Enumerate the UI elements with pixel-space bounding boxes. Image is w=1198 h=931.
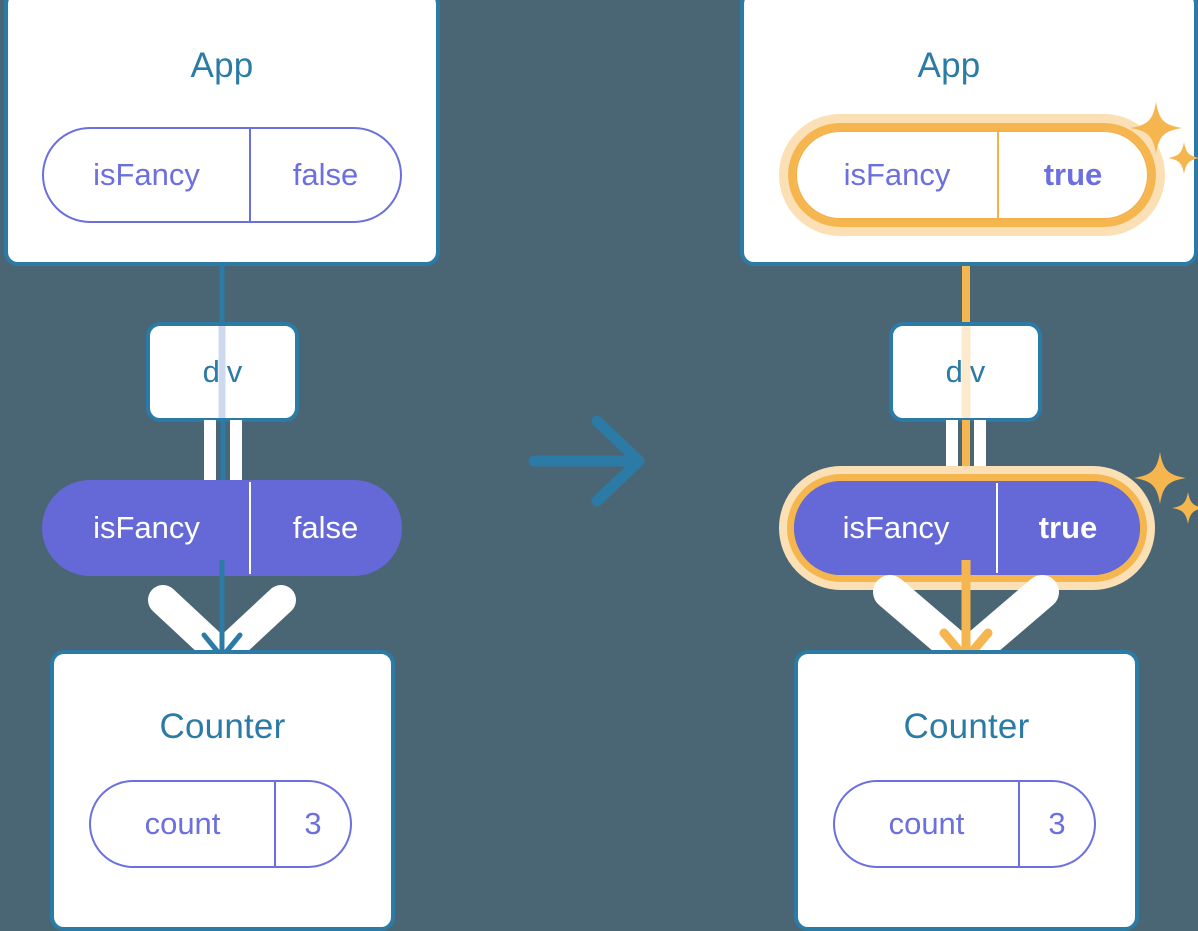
counter-state-pill-key-after: count [888,806,965,841]
props-pill-key-before: isFancy [93,510,200,545]
app-state-pill-after[interactable]: isFancy true [795,130,1149,220]
pill-separator [249,482,251,574]
props-pill-value-before: false [292,510,359,545]
app-state-pill-value-after: true [1043,157,1103,192]
pill-separator [249,129,251,221]
counter-state-pill-before[interactable]: count 3 [89,780,352,868]
counter-state-pill-key-before: count [144,806,221,841]
app-title-before: App [190,46,254,85]
props-pill-key-after: isFancy [842,510,950,545]
pill-separator [996,483,998,573]
pill-separator [1018,782,1020,866]
counter-state-pill-value-after: 3 [1048,806,1066,841]
app-state-pill-before[interactable]: isFancy false [42,127,402,223]
app-title-after: App [917,46,981,85]
app-state-pill-key-before: isFancy [93,157,200,192]
counter-title-after: Counter [903,707,1030,746]
counter-state-pill-value-before: 3 [304,806,322,841]
app-state-pill-value-before: false [292,157,359,192]
props-pill-value-after: true [1038,510,1098,545]
app-state-pill-key-after: isFancy [843,157,951,192]
pill-separator [997,132,999,218]
counter-state-pill-after[interactable]: count 3 [833,780,1096,868]
pill-separator [274,782,276,866]
counter-title-before: Counter [159,707,286,746]
